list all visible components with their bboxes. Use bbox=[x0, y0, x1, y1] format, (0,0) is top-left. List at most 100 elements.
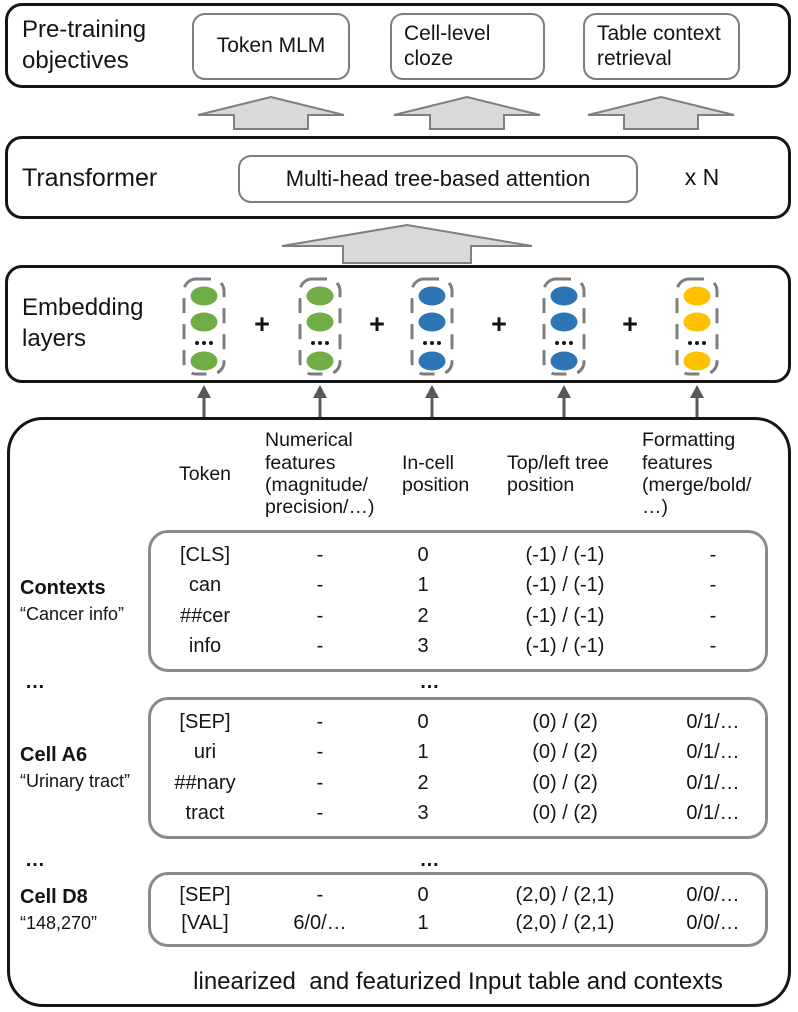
up-block-arrow-icon bbox=[281, 224, 533, 264]
table-row: [SEP] - 0 (2,0) / (2,1) 0/0/… bbox=[151, 884, 765, 907]
objective-label: Token MLM bbox=[216, 34, 326, 58]
header-tree-position: Top/left tree position bbox=[465, 452, 665, 497]
cell-incell-position: 0 bbox=[417, 544, 429, 567]
cell-numerical-features: - bbox=[316, 634, 324, 657]
header-label: Formatting features (merge/bold/ …) bbox=[642, 429, 752, 519]
group-quote: “Urinary tract” bbox=[20, 771, 131, 791]
token-rows-box-cell-a6: [SEP]-0(0) / (2)0/1/…uri-1(0) / (2)0/1/…… bbox=[148, 697, 768, 839]
group-quote: “Cancer info” bbox=[20, 604, 125, 624]
cell-incell-position: 0 bbox=[417, 711, 429, 734]
cell-numerical-features: - bbox=[316, 741, 324, 764]
cell-formatting-features: - bbox=[709, 634, 717, 657]
objective-label: Cell-level cloze bbox=[404, 22, 491, 70]
plus-sign: + bbox=[254, 308, 270, 339]
embedding-vector-incell-position bbox=[410, 277, 454, 376]
cell-tree-position: (0) / (2) bbox=[532, 711, 598, 734]
token-rows-box-cell-d8: [SEP]-0(2,0) / (2,1)0/0/…[VAL]6/0/…1(2,0… bbox=[148, 872, 768, 947]
cell-incell-position: 0 bbox=[417, 884, 429, 906]
table-row: info - 3 (-1) / (-1) - bbox=[151, 635, 765, 658]
embedding-layers-box: Embedding layers + + + + bbox=[5, 265, 791, 383]
embedding-bracket-icon bbox=[675, 277, 719, 376]
cell-tree-position: (0) / (2) bbox=[532, 801, 598, 824]
cell-formatting-features: 0/1/… bbox=[686, 801, 740, 824]
up-block-arrow-icon bbox=[393, 96, 541, 130]
objective-cell-level-cloze: Cell-level cloze bbox=[390, 13, 545, 80]
table-row: [CLS]-0(-1) / (-1)- bbox=[151, 544, 765, 567]
attention-label: Multi-head tree-based attention bbox=[285, 166, 591, 192]
feature-table-header: Token Numerical features (magnitude/ pre… bbox=[151, 426, 765, 522]
group-label-cell-a6: Cell A6 “Urinary tract” bbox=[20, 697, 146, 839]
token-rows-box-contexts: [CLS]-0(-1) / (-1)-can-1(-1) / (-1)-##ce… bbox=[148, 530, 768, 672]
up-arrow-icon bbox=[425, 385, 439, 418]
ellipsis: … bbox=[419, 671, 441, 693]
cell-formatting-features: 0/1/… bbox=[686, 771, 740, 794]
transformer-box: Transformer Multi-head tree-based attent… bbox=[5, 136, 791, 219]
header-label: Numerical features (magnitude/ precision… bbox=[265, 429, 375, 519]
cell-incell-position: 3 bbox=[417, 801, 429, 824]
header-incell-position: In-cell position bbox=[381, 452, 469, 497]
cell-token: can bbox=[188, 574, 222, 597]
plus-sign: + bbox=[491, 308, 507, 339]
plus-sign: + bbox=[622, 308, 638, 339]
group-name: Cell A6 bbox=[20, 744, 88, 766]
embedding-bracket-icon bbox=[182, 277, 226, 376]
figure-caption: linearized and featurized Input table an… bbox=[193, 968, 723, 995]
header-label: Token bbox=[178, 462, 232, 485]
cell-formatting-features: - bbox=[709, 604, 717, 627]
cell-formatting-features: - bbox=[709, 544, 717, 567]
cell-numerical-features: - bbox=[316, 574, 324, 597]
cell-tree-position: (-1) / (-1) bbox=[525, 574, 605, 597]
cell-tree-position: (-1) / (-1) bbox=[525, 634, 605, 657]
header-label: In-cell position bbox=[402, 451, 470, 496]
table-row: uri-1(0) / (2)0/1/… bbox=[151, 741, 765, 764]
up-arrow-icon bbox=[313, 385, 327, 418]
group-name: Cell D8 bbox=[20, 885, 88, 908]
up-arrow-icon bbox=[197, 385, 211, 418]
embedding-vector-formatting bbox=[675, 277, 719, 376]
cell-token: [VAL] bbox=[181, 912, 229, 934]
header-formatting-features: Formatting features (merge/bold/ …) bbox=[642, 429, 761, 519]
cell-token: info bbox=[188, 634, 222, 657]
cell-incell-position: 3 bbox=[417, 634, 429, 657]
objective-table-context-retrieval: Table context retrieval bbox=[583, 13, 740, 80]
table-row: [SEP] - 0 (0) / (2) 0/1/… bbox=[151, 711, 765, 734]
cell-tree-position: (0) / (2) bbox=[532, 741, 598, 764]
cell-incell-position: 2 bbox=[417, 604, 429, 627]
cell-numerical-features: - bbox=[316, 884, 324, 906]
embedding-label: Embedding layers bbox=[22, 294, 144, 352]
ellipsis: … bbox=[419, 849, 441, 871]
ellipsis: … bbox=[25, 849, 46, 871]
group-quote: “148,270” bbox=[20, 912, 98, 933]
cell-tree-position: (2,0) / (2,1) bbox=[515, 884, 615, 906]
cell-numerical-features: - bbox=[316, 711, 324, 734]
cell-token: ##cer bbox=[179, 604, 231, 627]
cell-formatting-features: 0/0/… bbox=[686, 884, 740, 906]
embedding-bracket-icon bbox=[542, 277, 586, 376]
group-label-contexts: Contexts “Cancer info” bbox=[20, 530, 146, 672]
cell-token: [SEP] bbox=[179, 711, 231, 734]
cell-formatting-features: 0/0/… bbox=[686, 912, 740, 934]
embedding-vector-numerical bbox=[298, 277, 342, 376]
embedding-bracket-icon bbox=[410, 277, 454, 376]
cell-token: [SEP] bbox=[179, 884, 231, 906]
transformer-label: Transformer bbox=[22, 163, 158, 192]
cell-formatting-features: 0/1/… bbox=[686, 711, 740, 734]
multi-head-tree-attention-box: Multi-head tree-based attention bbox=[238, 155, 638, 203]
table-row: tract-3(0) / (2)0/1/… bbox=[151, 802, 765, 825]
cell-numerical-features: - bbox=[316, 604, 324, 627]
cell-tree-position: (0) / (2) bbox=[532, 771, 598, 794]
table-row: ##cer-2(-1) / (-1)- bbox=[151, 605, 765, 628]
objectives-label: Pre-training objectives bbox=[22, 15, 147, 74]
cell-incell-position: 1 bbox=[417, 741, 429, 764]
cell-tree-position: (2,0) / (2,1) bbox=[515, 912, 615, 934]
table-row: can-1(-1) / (-1)- bbox=[151, 574, 765, 597]
cell-incell-position: 1 bbox=[417, 912, 429, 934]
objective-token-mlm: Token MLM bbox=[192, 13, 350, 80]
cell-incell-position: 2 bbox=[417, 771, 429, 794]
header-token: Token bbox=[151, 463, 259, 485]
embedding-vector-tree-position bbox=[542, 277, 586, 376]
cell-numerical-features: - bbox=[316, 544, 324, 567]
pretraining-objectives-box: Pre-training objectives Token MLM Cell-l… bbox=[5, 3, 791, 88]
group-name: Contexts bbox=[20, 577, 106, 599]
